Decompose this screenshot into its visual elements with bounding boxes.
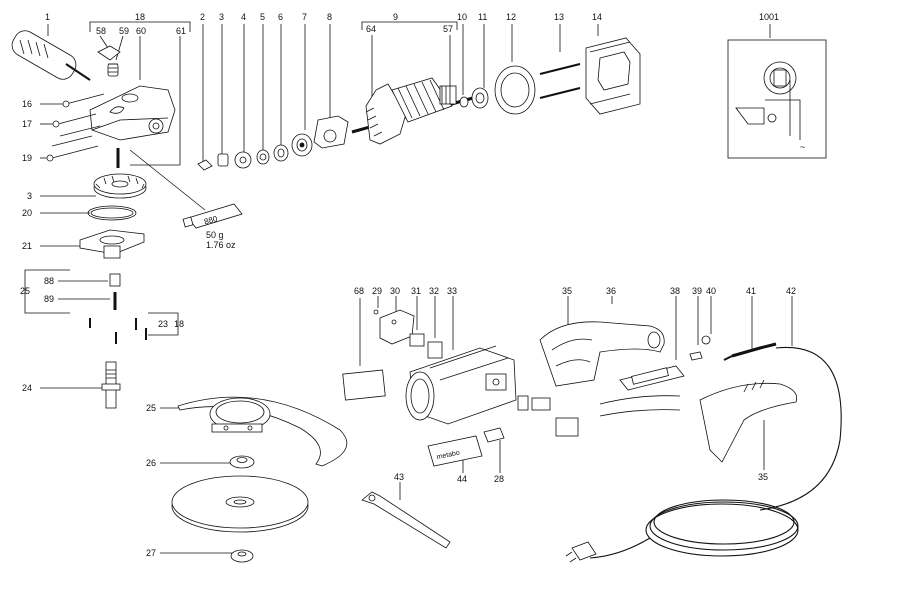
grease-amount-oz: 1.76 oz	[206, 240, 236, 250]
callout-25-left: 25	[20, 286, 31, 296]
callout-42: 42	[786, 286, 797, 296]
callout-43: 43	[394, 472, 405, 482]
callout-23: 23	[158, 319, 169, 329]
spindle-part	[101, 361, 121, 409]
wiring-schematic-box: ~	[727, 39, 827, 159]
callout-4: 4	[241, 12, 247, 22]
callout-21: 21	[22, 241, 33, 251]
field-coil-part	[585, 37, 641, 115]
callout-64: 64	[366, 24, 377, 34]
callout-38: 38	[670, 286, 681, 296]
callout-18-top: 18	[135, 12, 146, 22]
callout-11: 11	[478, 12, 488, 22]
callout-1001: 1001	[759, 12, 780, 22]
gear-housing-part	[89, 85, 176, 141]
callout-60: 60	[136, 26, 147, 36]
callout-24: 24	[22, 383, 33, 393]
callout-10: 10	[457, 12, 468, 22]
callout-30: 30	[390, 286, 401, 296]
callout-32: 32	[429, 286, 440, 296]
handle-shell-part	[539, 321, 665, 387]
callout-2: 2	[200, 12, 206, 22]
callout-13: 13	[554, 12, 565, 22]
wheel-guard-part	[177, 396, 348, 467]
callout-17: 17	[22, 119, 33, 129]
callout-58: 58	[96, 26, 107, 36]
armature-part	[351, 77, 481, 145]
callout-8: 8	[327, 12, 333, 22]
callout-57: 57	[443, 24, 454, 34]
callout-40: 40	[706, 286, 717, 296]
handle-cover-part	[699, 379, 798, 463]
callout-9: 9	[393, 12, 399, 22]
callout-41: 41	[746, 286, 757, 296]
callout-5: 5	[260, 12, 266, 22]
callout-18-right: 18	[174, 319, 185, 329]
callout-35-bottom: 35	[758, 472, 769, 482]
callout-39: 39	[692, 286, 703, 296]
callout-14: 14	[592, 12, 603, 22]
brand-logo-label: metabo	[436, 449, 460, 461]
grease-tube-part	[182, 203, 243, 229]
callout-26: 26	[146, 458, 157, 468]
side-handle-part	[11, 30, 91, 81]
callout-19: 19	[22, 153, 33, 163]
callout-61: 61	[176, 26, 187, 36]
callout-12: 12	[506, 12, 517, 22]
callout-68: 68	[354, 286, 365, 296]
callout-31: 31	[411, 286, 422, 296]
callout-16: 16	[22, 99, 33, 109]
callout-7: 7	[302, 12, 308, 22]
callout-27: 27	[146, 548, 157, 558]
callout-89: 89	[44, 294, 55, 304]
motor-housing-part	[405, 345, 517, 425]
callout-25-guard: 25	[146, 403, 157, 413]
callout-3-top: 3	[219, 12, 225, 22]
callout-59: 59	[119, 26, 130, 36]
grease-amount-g: 50 g	[206, 230, 224, 240]
callout-6: 6	[278, 12, 284, 22]
callout-1: 1	[45, 12, 51, 22]
callout-29: 29	[372, 286, 383, 296]
callout-33: 33	[447, 286, 458, 296]
mains-plug-part	[565, 541, 597, 563]
callout-36: 36	[606, 286, 617, 296]
callout-28: 28	[494, 474, 505, 484]
callout-35-top: 35	[562, 286, 573, 296]
callout-44: 44	[457, 474, 468, 484]
callout-88: 88	[44, 276, 55, 286]
grease-tube-label: 880	[203, 214, 219, 226]
callout-3-left: 3	[27, 191, 33, 201]
power-cord-part	[589, 346, 842, 559]
svg-text:~: ~	[800, 142, 805, 152]
pin-wrench-part	[361, 491, 451, 549]
callout-20: 20	[22, 208, 33, 218]
grinding-wheel-part	[171, 475, 309, 533]
